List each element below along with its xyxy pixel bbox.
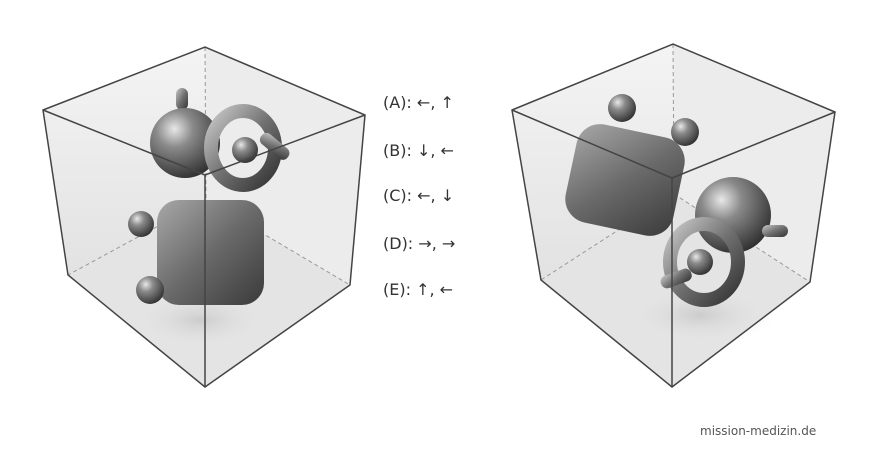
left-rod-top xyxy=(176,88,188,110)
right-cube-objects xyxy=(565,94,788,307)
right-cube xyxy=(511,43,836,388)
left-cube-front-edge xyxy=(204,114,366,176)
left-small-sphere-top xyxy=(128,211,154,237)
right-cube-floor-shadow xyxy=(625,285,775,345)
right-large-sphere xyxy=(695,177,771,253)
left-torus-inner-sphere xyxy=(232,137,258,163)
right-cube-hidden-edge xyxy=(540,193,675,281)
right-rod-right xyxy=(762,225,788,237)
left-cube xyxy=(42,46,366,388)
watermark: mission-medizin.de xyxy=(700,424,817,438)
left-rounded-cube xyxy=(157,200,264,305)
right-cube-front-outline xyxy=(511,43,836,388)
right-small-sphere-left xyxy=(608,94,636,122)
right-cube-back-right-face xyxy=(673,44,835,282)
right-cube-front-edge xyxy=(511,109,673,179)
right-torus xyxy=(663,217,745,307)
left-cube-front-outline xyxy=(42,46,366,388)
left-small-sphere-bottom xyxy=(136,276,164,304)
right-rod-left xyxy=(660,268,692,289)
option-c[interactable]: (C): ←, ↓ xyxy=(383,186,455,205)
option-a[interactable]: (A): ←, ↑ xyxy=(383,93,454,112)
left-cube-front-edge xyxy=(42,109,206,176)
option-b[interactable]: (B): ↓, ← xyxy=(383,141,454,160)
right-rounded-cube xyxy=(565,124,685,236)
left-rod-right xyxy=(259,132,290,160)
option-e[interactable]: (E): ↑, ← xyxy=(383,280,454,299)
right-small-sphere-right xyxy=(671,118,699,146)
option-d[interactable]: (D): →, → xyxy=(383,234,456,253)
right-cube-front-edge xyxy=(671,111,836,179)
right-torus-inner-sphere xyxy=(687,249,713,275)
left-cube-hidden-edge xyxy=(67,199,207,276)
